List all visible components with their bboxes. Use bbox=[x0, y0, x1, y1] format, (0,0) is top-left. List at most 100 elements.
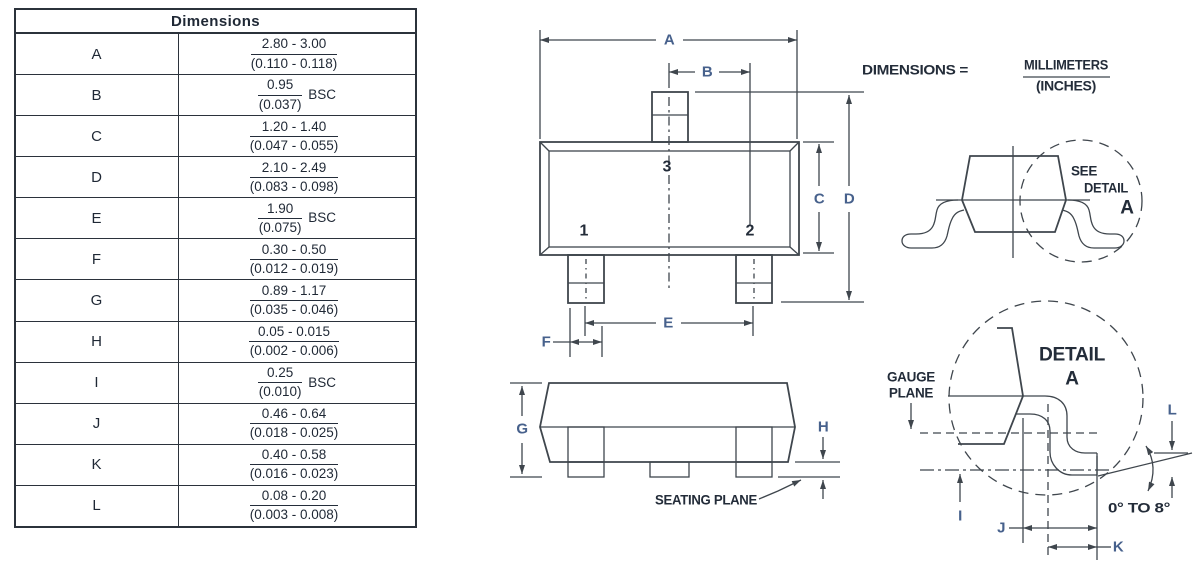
dimension-d: D bbox=[695, 91, 864, 303]
side-leads bbox=[567, 426, 773, 478]
dimensions-table-header: Dimensions bbox=[16, 10, 415, 34]
pin3-lead bbox=[651, 91, 689, 143]
value-mm: 1.20 - 1.40 bbox=[249, 119, 339, 137]
dimension-letter: J bbox=[16, 403, 179, 444]
dimension-letter: L bbox=[16, 485, 179, 526]
dimension-letter: C bbox=[16, 116, 179, 157]
dim-label-a: A bbox=[664, 32, 675, 49]
detail-a-title: DETAIL bbox=[1039, 345, 1106, 366]
plane-label: PLANE bbox=[889, 386, 934, 401]
value-mm: 0.40 - 0.58 bbox=[249, 447, 339, 466]
dimension-e: E bbox=[584, 306, 754, 336]
dimension-value: 0.95(0.037) BSC bbox=[179, 75, 415, 115]
units-legend: DIMENSIONS = MILLIMETERS (INCHES) bbox=[862, 58, 1110, 94]
dimension-value: 0.46 - 0.64(0.018 - 0.025) bbox=[179, 404, 415, 444]
dim-label-k: K bbox=[1113, 539, 1124, 556]
table-row: K 0.40 - 0.58(0.016 - 0.023) bbox=[16, 444, 415, 486]
lead-angle-callout: 0° TO 8° bbox=[1108, 445, 1170, 516]
dim-label-b: B bbox=[702, 64, 713, 81]
table-row: B 0.95(0.037) BSC bbox=[16, 75, 415, 117]
end-body-profile bbox=[961, 155, 1067, 233]
pin1-number: 1 bbox=[580, 223, 589, 240]
value-inches: (0.075) bbox=[258, 219, 302, 235]
value-mm: 2.80 - 3.00 bbox=[250, 36, 338, 55]
value-suffix: BSC bbox=[308, 374, 337, 390]
value-mm: 0.95 bbox=[257, 77, 303, 96]
value-mm: 0.89 - 1.17 bbox=[249, 283, 339, 301]
dimension-value: 1.20 - 1.40(0.047 - 0.055) bbox=[179, 116, 415, 156]
dimensions-table: Dimensions A 2.80 - 3.00(0.110 - 0.118) … bbox=[14, 8, 417, 528]
value-inches: (0.016 - 0.023) bbox=[249, 466, 339, 482]
dimension-letter: A bbox=[16, 34, 179, 75]
dim-label-h: H bbox=[818, 419, 828, 436]
value-inches: (0.012 - 0.019) bbox=[249, 260, 339, 276]
dimension-value: 2.80 - 3.00(0.110 - 0.118) bbox=[179, 34, 415, 74]
value-mm: 0.08 - 0.20 bbox=[249, 488, 339, 507]
side-view: G H SEATING PLANE bbox=[510, 382, 840, 508]
seating-plane-callout: SEATING PLANE bbox=[655, 479, 802, 508]
dimension-f: F bbox=[542, 308, 603, 357]
detail-label: DETAIL bbox=[1084, 181, 1128, 196]
seating-plane-label: SEATING PLANE bbox=[655, 493, 757, 508]
package-body-profile bbox=[539, 382, 796, 463]
dimension-letter: D bbox=[16, 157, 179, 198]
top-view: A B C D bbox=[539, 30, 864, 357]
value-suffix: BSC bbox=[308, 87, 337, 103]
dimension-a: A bbox=[539, 30, 798, 139]
dimension-letter: K bbox=[16, 444, 179, 485]
dim-label-c: C bbox=[814, 191, 825, 208]
end-view: SEE DETAIL A bbox=[901, 139, 1143, 263]
dimensions-equals-label: DIMENSIONS = bbox=[862, 63, 968, 78]
lead-foot-angle-line bbox=[1097, 452, 1193, 477]
dimension-b: B bbox=[668, 63, 751, 225]
dim-label-i: I bbox=[958, 508, 962, 525]
table-row: C 1.20 - 1.40(0.047 - 0.055) bbox=[16, 116, 415, 158]
pin3-number: 3 bbox=[663, 159, 672, 176]
dimension-c: C bbox=[803, 141, 834, 254]
value-mm: 1.90 bbox=[257, 201, 303, 219]
dimension-value: 0.30 - 0.50(0.012 - 0.019) bbox=[179, 239, 415, 279]
pin1-lead bbox=[567, 254, 605, 304]
value-inches: (0.037) bbox=[258, 96, 302, 112]
see-label: SEE bbox=[1071, 164, 1097, 179]
dimension-value: 0.40 - 0.58(0.016 - 0.023) bbox=[179, 445, 415, 485]
millimeters-label: MILLIMETERS bbox=[1024, 58, 1108, 73]
value-inches: (0.047 - 0.055) bbox=[249, 137, 339, 153]
value-inches: (0.035 - 0.046) bbox=[249, 302, 339, 317]
dim-label-g: G bbox=[516, 421, 527, 438]
detail-lead bbox=[1016, 395, 1098, 476]
dimension-letter: E bbox=[16, 198, 179, 239]
gauge-plane-callout: GAUGE PLANE bbox=[887, 370, 936, 429]
value-inches: (0.083 - 0.098) bbox=[249, 178, 339, 194]
see-detail-circle bbox=[1019, 139, 1143, 263]
dimension-g: G bbox=[510, 382, 542, 478]
inches-label: (INCHES) bbox=[1036, 79, 1096, 94]
dimension-value: 0.89 - 1.17(0.035 - 0.046) bbox=[179, 280, 415, 320]
detail-body-edge bbox=[958, 327, 1024, 445]
pin2-number: 2 bbox=[746, 223, 755, 240]
dimension-letter: I bbox=[16, 362, 179, 403]
dimension-j: J bbox=[997, 404, 1098, 560]
value-suffix: BSC bbox=[308, 210, 337, 226]
detail-a-title-letter: A bbox=[1065, 369, 1079, 390]
table-row: G 0.89 - 1.17(0.035 - 0.046) bbox=[16, 280, 415, 322]
table-row: A 2.80 - 3.00(0.110 - 0.118) bbox=[16, 34, 415, 76]
table-row: L 0.08 - 0.20(0.003 - 0.008) bbox=[16, 485, 415, 526]
table-row: E 1.90(0.075) BSC bbox=[16, 198, 415, 240]
end-right-lead bbox=[1061, 199, 1125, 249]
dim-label-d: D bbox=[844, 191, 855, 208]
detail-a-letter: A bbox=[1120, 198, 1134, 219]
value-inches: (0.018 - 0.025) bbox=[249, 425, 339, 441]
value-mm: 0.46 - 0.64 bbox=[249, 406, 339, 425]
dimension-value: 0.25(0.010) BSC bbox=[179, 363, 415, 403]
detail-a-view: DETAIL A GAUGE PLANE I J bbox=[887, 300, 1193, 560]
value-mm: 0.05 - 0.015 bbox=[248, 324, 340, 343]
end-left-lead bbox=[901, 199, 965, 249]
pin2-lead bbox=[735, 254, 773, 304]
dimension-value: 0.05 - 0.015(0.002 - 0.006) bbox=[179, 322, 415, 362]
dimension-k: K bbox=[1048, 539, 1124, 556]
value-mm: 0.25 bbox=[257, 365, 303, 384]
dimension-value: 0.08 - 0.20(0.003 - 0.008) bbox=[179, 486, 415, 526]
table-row: I 0.25(0.010) BSC bbox=[16, 362, 415, 404]
